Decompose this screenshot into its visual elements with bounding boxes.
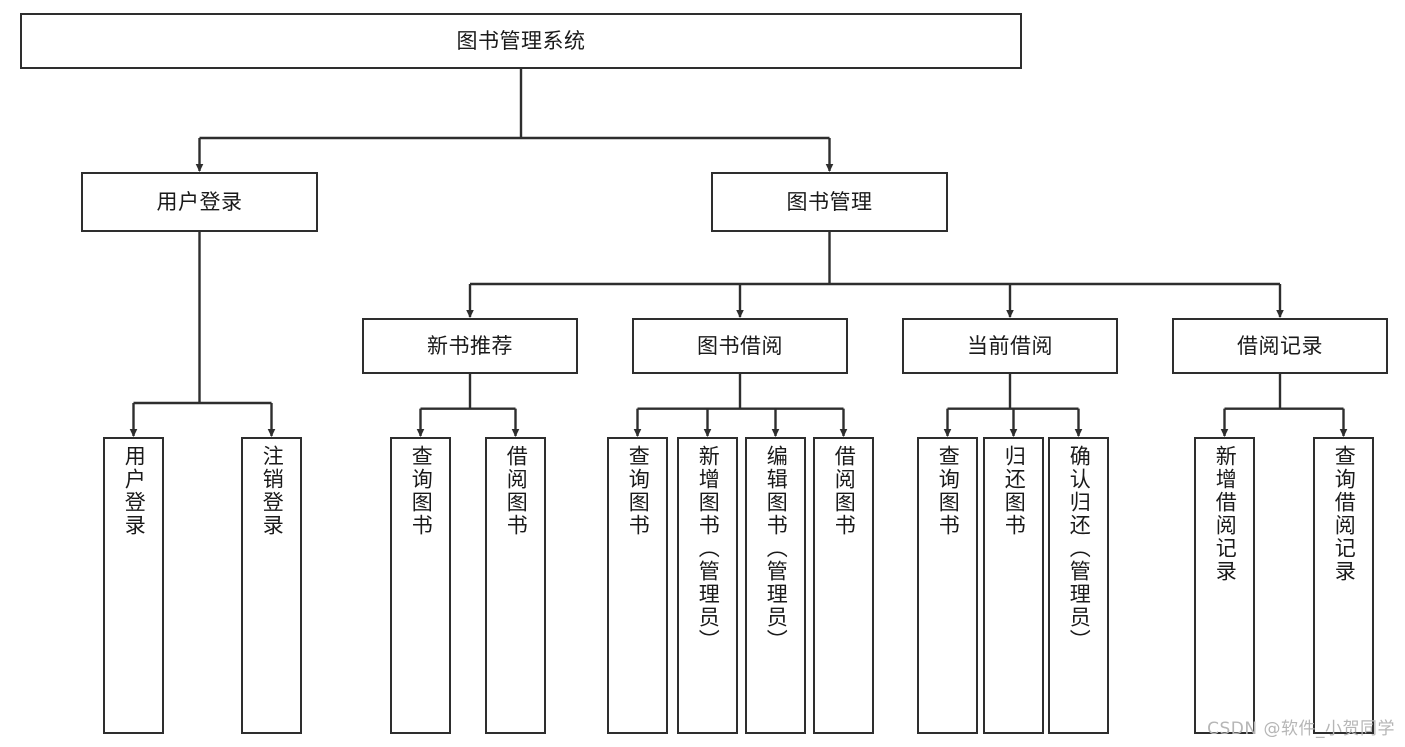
node-label-leaf-borrow-query-book: 查询图书 (626, 445, 651, 537)
csdn-watermark: CSDN @软件_小贺同学 (1207, 719, 1395, 739)
node-leaf-borrow-add-book[interactable]: 新增图书（管理员） (677, 437, 738, 734)
node-label-root: 图书管理系统 (456, 28, 586, 53)
node-book-manage[interactable]: 图书管理 (711, 172, 948, 232)
node-label-leaf-borrow-edit-book: 编辑图书（管理员） (764, 445, 789, 652)
node-leaf-cur-query-book[interactable]: 查询图书 (917, 437, 978, 734)
node-label-leaf-rec-query-book: 查询图书 (409, 445, 434, 537)
node-leaf-rec-add-record[interactable]: 新增借阅记录 (1194, 437, 1255, 734)
node-leaf-borrow-borrow-book[interactable]: 借阅图书 (813, 437, 874, 734)
node-label-book-manage: 图书管理 (786, 189, 873, 214)
node-label-leaf-borrow-borrow-book: 借阅图书 (832, 445, 857, 537)
node-leaf-rec-query-record[interactable]: 查询借阅记录 (1313, 437, 1374, 734)
node-leaf-borrow-query-book[interactable]: 查询图书 (607, 437, 668, 734)
node-label-book-borrow: 图书借阅 (697, 333, 783, 358)
node-borrow-record[interactable]: 借阅记录 (1172, 318, 1388, 374)
node-leaf-user-logout[interactable]: 注销登录 (241, 437, 302, 734)
node-new-book-recommend[interactable]: 新书推荐 (362, 318, 578, 374)
node-label-leaf-cur-return-book: 归还图书 (1002, 445, 1027, 537)
node-leaf-rec-query-book[interactable]: 查询图书 (390, 437, 451, 734)
node-root[interactable]: 图书管理系统 (20, 13, 1022, 69)
node-user-login[interactable]: 用户登录 (81, 172, 318, 232)
node-label-leaf-cur-confirm-return: 确认归还（管理员） (1067, 445, 1092, 652)
node-label-leaf-rec-query-record: 查询借阅记录 (1332, 445, 1357, 583)
node-leaf-borrow-edit-book[interactable]: 编辑图书（管理员） (745, 437, 806, 734)
node-label-user-login: 用户登录 (156, 189, 243, 214)
node-label-leaf-user-logout: 注销登录 (260, 445, 285, 537)
node-book-borrow[interactable]: 图书借阅 (632, 318, 848, 374)
node-current-borrow[interactable]: 当前借阅 (902, 318, 1118, 374)
node-label-new-book-recommend: 新书推荐 (427, 333, 513, 358)
node-label-leaf-user-login: 用户登录 (122, 445, 147, 537)
node-leaf-rec-borrow-book[interactable]: 借阅图书 (485, 437, 546, 734)
node-label-current-borrow: 当前借阅 (967, 333, 1053, 358)
node-leaf-cur-return-book[interactable]: 归还图书 (983, 437, 1044, 734)
node-label-leaf-rec-add-record: 新增借阅记录 (1213, 445, 1238, 583)
node-leaf-cur-confirm-return[interactable]: 确认归还（管理员） (1048, 437, 1109, 734)
node-label-leaf-borrow-add-book: 新增图书（管理员） (696, 445, 721, 652)
node-label-leaf-rec-borrow-book: 借阅图书 (504, 445, 529, 537)
node-label-borrow-record: 借阅记录 (1237, 333, 1323, 358)
node-leaf-user-login[interactable]: 用户登录 (103, 437, 164, 734)
node-label-leaf-cur-query-book: 查询图书 (936, 445, 961, 537)
